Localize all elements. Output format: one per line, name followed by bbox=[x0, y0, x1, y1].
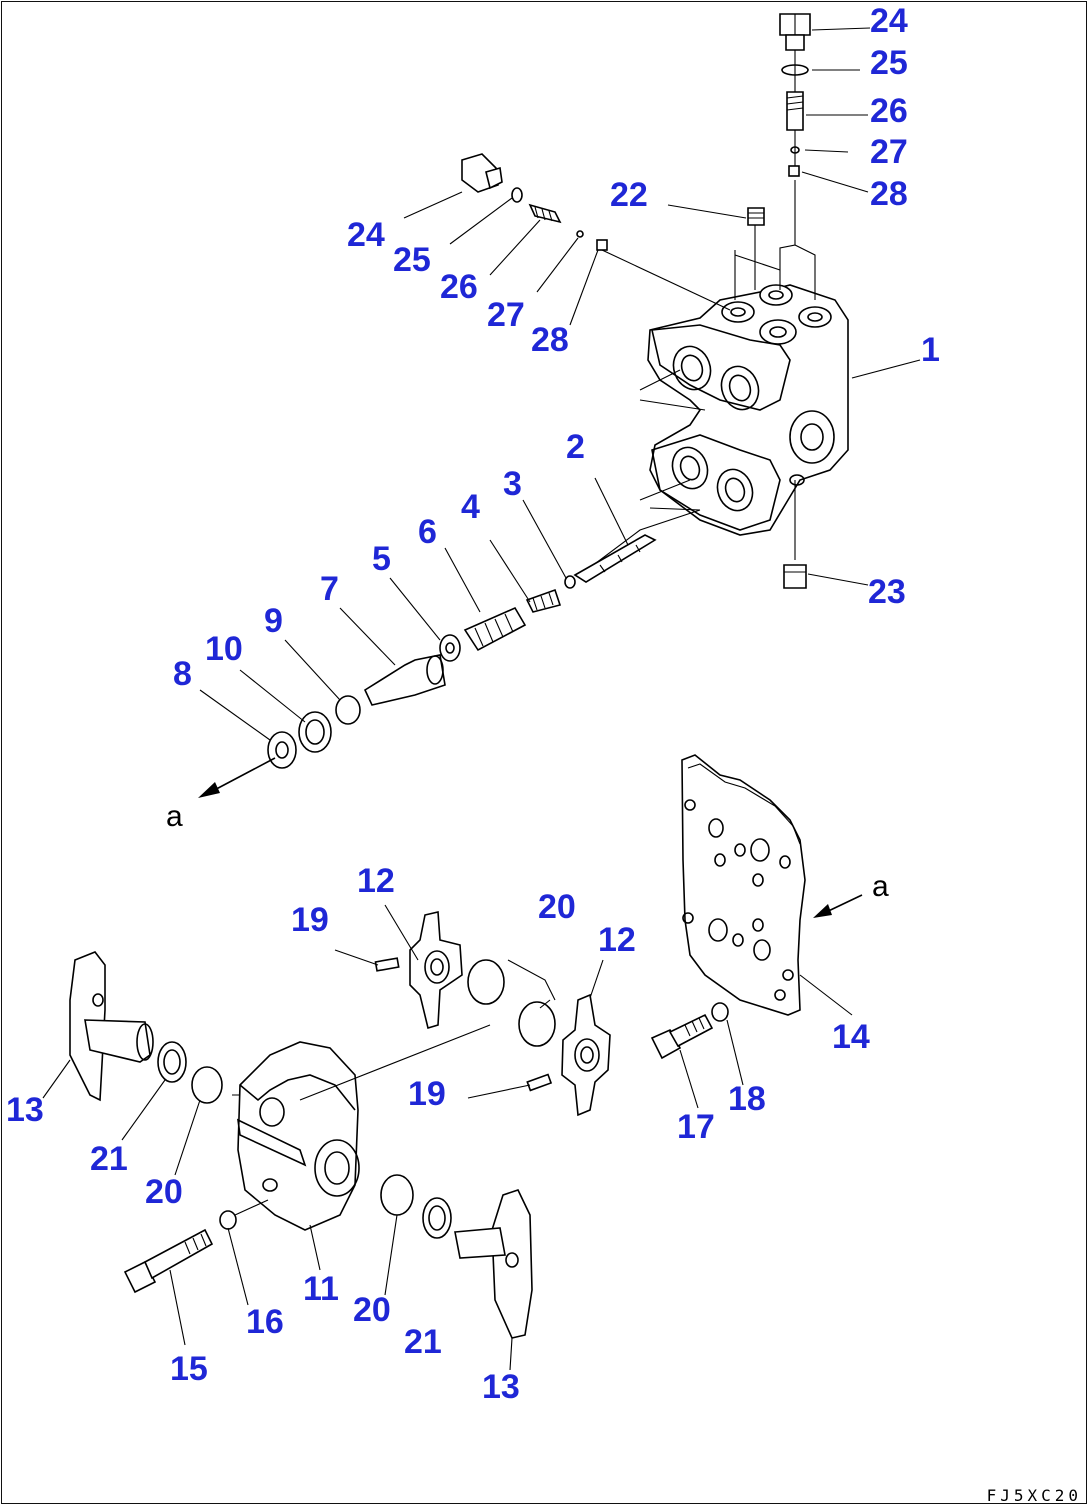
drawing-code: FJ5XC20 bbox=[986, 1486, 1082, 1505]
callout-20-lower: 20 bbox=[353, 1291, 391, 1329]
cover-12-right bbox=[561, 993, 611, 1117]
callout-6: 6 bbox=[418, 513, 437, 551]
callout-leaders bbox=[42, 27, 921, 1371]
callout-7: 7 bbox=[320, 570, 339, 608]
callout-15: 15 bbox=[170, 1350, 208, 1388]
spring-left bbox=[528, 203, 562, 224]
callout-27-top: 27 bbox=[870, 133, 908, 171]
callout-27-left: 27 bbox=[487, 296, 525, 334]
ring-21-right bbox=[422, 1197, 452, 1239]
callout-25-top: 25 bbox=[870, 44, 908, 82]
o-ring-left bbox=[511, 187, 523, 203]
leader-20 bbox=[507, 959, 556, 1009]
callout-26-top: 26 bbox=[870, 92, 908, 130]
callout-20-upper: 20 bbox=[538, 888, 576, 926]
cover-12-left bbox=[409, 911, 463, 1030]
callout-1: 1 bbox=[921, 331, 940, 369]
callout-28-left: 28 bbox=[531, 321, 569, 359]
washer-18 bbox=[711, 1002, 729, 1022]
ring-20-right bbox=[380, 1174, 414, 1216]
callout-28-top: 28 bbox=[870, 175, 908, 213]
callout-11: 11 bbox=[303, 1270, 339, 1308]
callout-18: 18 bbox=[728, 1080, 766, 1118]
pin-19-lower bbox=[526, 1073, 553, 1092]
gasket-plate bbox=[681, 754, 806, 1016]
callout-23: 23 bbox=[868, 573, 906, 611]
spring-top bbox=[786, 91, 804, 131]
plug-bolt-left bbox=[461, 153, 503, 193]
callout-19-lower: 19 bbox=[408, 1075, 446, 1113]
callout-21-lower: 21 bbox=[404, 1323, 442, 1361]
o-ring-top bbox=[781, 64, 809, 76]
bolt-17 bbox=[650, 1013, 714, 1060]
view-mark-a-lower: a bbox=[872, 870, 889, 903]
small-ring-top bbox=[790, 146, 800, 154]
view-mark-a-upper: a bbox=[166, 800, 183, 833]
washer-16 bbox=[219, 1210, 237, 1230]
callout-16: 16 bbox=[246, 1303, 284, 1341]
callout-2: 2 bbox=[566, 428, 585, 466]
callout-20-left: 20 bbox=[145, 1173, 183, 1211]
spool-assembly bbox=[267, 534, 657, 769]
callout-24-left: 24 bbox=[347, 216, 385, 254]
ring-21-left-inner bbox=[163, 1049, 181, 1075]
callout-8: 8 bbox=[173, 655, 192, 693]
view-arrow-a-lower bbox=[813, 894, 863, 918]
callout-4: 4 bbox=[461, 488, 480, 526]
valve-body-upper bbox=[639, 284, 849, 536]
ring-21-left bbox=[157, 1041, 187, 1083]
housing-11 bbox=[232, 1024, 491, 1231]
ring-20-b bbox=[518, 1001, 556, 1047]
callout-9: 9 bbox=[264, 602, 283, 640]
bolt-15 bbox=[123, 1228, 214, 1294]
callout-13-right: 13 bbox=[482, 1368, 520, 1406]
ring-21-right-inner bbox=[428, 1205, 446, 1231]
plug-bolt-top bbox=[779, 13, 811, 51]
lever-13-right bbox=[454, 1189, 533, 1339]
plug-23 bbox=[783, 564, 807, 589]
callout-14: 14 bbox=[832, 1018, 870, 1056]
poppet-left bbox=[596, 239, 608, 251]
ring-20-left bbox=[191, 1066, 223, 1104]
callout-5: 5 bbox=[372, 540, 391, 578]
ring-20-a bbox=[467, 959, 505, 1005]
callout-26-left: 26 bbox=[440, 268, 478, 306]
callout-12-right: 12 bbox=[598, 921, 636, 959]
callout-19-upper: 19 bbox=[291, 901, 329, 939]
callout-21-left: 21 bbox=[90, 1140, 128, 1178]
callout-24-top: 24 bbox=[870, 2, 908, 40]
callout-17: 17 bbox=[677, 1108, 715, 1146]
callout-10: 10 bbox=[205, 630, 243, 668]
assembly-line-16 bbox=[234, 1199, 269, 1216]
view-arrow-a-upper bbox=[198, 757, 276, 798]
poppet-top bbox=[788, 165, 800, 177]
callout-13-left: 13 bbox=[6, 1091, 44, 1129]
callout-25-left: 25 bbox=[393, 241, 431, 279]
callout-12-left: 12 bbox=[357, 862, 395, 900]
plug-22 bbox=[747, 207, 765, 226]
lever-13-left bbox=[69, 951, 154, 1102]
small-ring-left bbox=[576, 230, 584, 238]
callout-22: 22 bbox=[610, 176, 648, 214]
pin-19-upper bbox=[374, 957, 400, 972]
callout-3: 3 bbox=[503, 465, 522, 503]
